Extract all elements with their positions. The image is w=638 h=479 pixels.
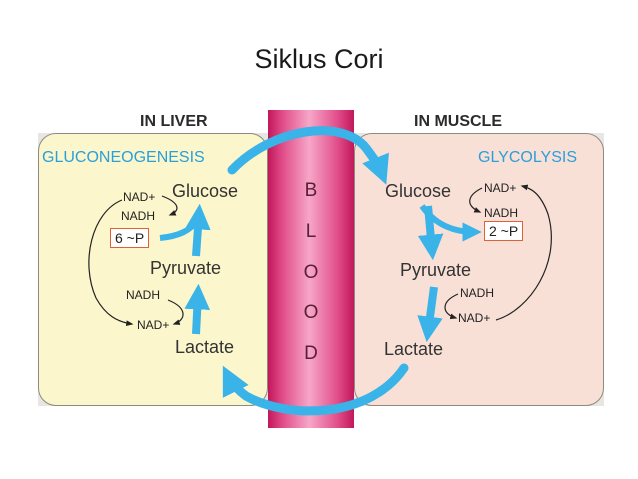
liver-lactate-to-pyruvate-arrow (184, 283, 211, 335)
muscle-pyruvate-to-lactate-arrow (417, 286, 443, 343)
muscle-nadh-nad-curve (444, 293, 459, 320)
liver-heading: IN LIVER (140, 113, 208, 130)
liver-pyruvate: Pyruvate (150, 258, 222, 278)
gluconeogenesis-label: GLUCONEOGENESIS (42, 149, 205, 166)
blood-letter-o1: O (303, 262, 319, 283)
muscle-pyruvate: Pyruvate (400, 260, 472, 280)
muscle-heading: IN MUSCLE (414, 113, 502, 130)
muscle-atp-box: 2 ~P (484, 221, 524, 241)
liver-atp-feed-arrow (159, 220, 199, 241)
liver-pyruvate-to-glucose-arrow (185, 203, 211, 257)
liver-nadh-top: NADH (121, 209, 156, 223)
muscle-glucose: Glucose (385, 181, 452, 201)
liver-glucose: Glucose (172, 181, 239, 201)
blood-letter-o2: O (303, 302, 319, 323)
blood-letter-d: D (304, 343, 318, 364)
liver-nad-top: NAD+ (123, 190, 156, 204)
liver-nad-nadh-curve (161, 195, 178, 216)
liver-nadh-bottom: NADH (126, 288, 161, 302)
liver-panel (38, 133, 268, 406)
glycolysis-label: GLYCOLYSIS (478, 149, 577, 166)
muscle-nadh-bottom: NADH (460, 286, 495, 300)
liver-atp-box: 6 ~P (110, 228, 150, 248)
blood-letter-l: L (305, 221, 317, 242)
muscle-atp-output-arrow (419, 204, 482, 242)
muscle-nad-nadh-curve (469, 187, 483, 213)
muscle-nad-bottom: NAD+ (458, 311, 491, 325)
muscle-nad-top: NAD+ (484, 181, 517, 195)
page-title: Siklus Cori (254, 44, 384, 74)
liver-lactate: Lactate (175, 337, 235, 357)
muscle-long-cofactor-loop (495, 184, 552, 321)
muscle-nadh-top: NADH (484, 206, 519, 220)
muscle-panel (354, 133, 604, 406)
blood-column (268, 110, 354, 428)
liver-nad-bottom: NAD+ (137, 318, 170, 332)
lactate-transport-arrow (222, 363, 409, 416)
blood-letter-b: B (304, 180, 318, 201)
muscle-lactate: Lactate (384, 339, 444, 359)
liver-nadh-nad-curve (167, 299, 184, 325)
glucose-transport-arrow (227, 126, 389, 185)
liver-long-cofactor-loop (88, 199, 134, 327)
